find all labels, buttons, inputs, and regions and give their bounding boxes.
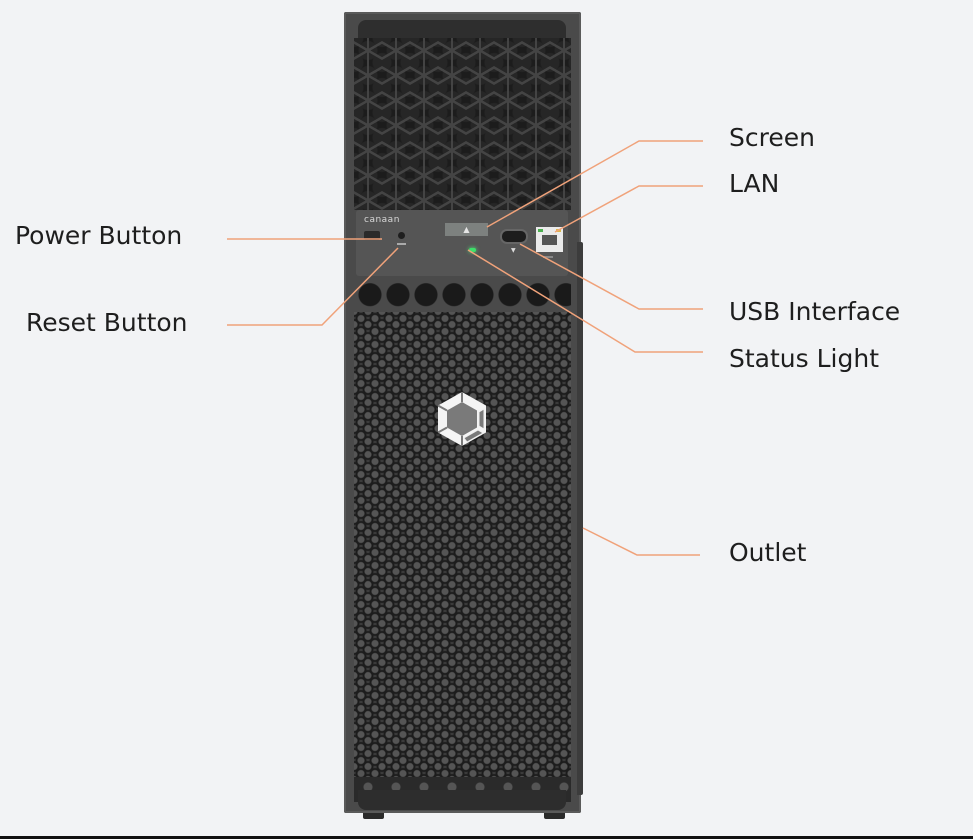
status-screen: ▲ [445,223,488,236]
right-foot [544,813,565,819]
reset-button[interactable] [398,232,405,239]
ethernet-jack-icon [542,235,557,245]
usb-icon: ▼ [511,247,516,254]
middle-hex-grille [354,276,571,312]
label-usb-interface: USB Interface [729,297,901,326]
left-foot [363,813,384,819]
link-led [538,229,543,232]
brand-logo: canaan [364,215,400,225]
side-panel-outlet-edge [577,242,583,795]
label-outlet: Outlet [729,538,807,567]
usb-port[interactable] [502,231,526,242]
tower-top-handle [358,20,566,38]
lan-indicator-mark [543,256,553,258]
status-light [469,248,476,252]
front-io-panel: canaan ▲ ▼ [356,210,568,276]
reset-indicator-mark [397,243,406,245]
bottom-border [0,836,973,839]
tower-base [358,790,566,810]
lower-mesh-grille [354,312,571,777]
label-screen: Screen [729,123,815,152]
upper-hex-grille [354,38,571,210]
hexagon-logo-icon [437,392,486,446]
warning-icon: ▲ [463,225,470,234]
server-tower: canaan ▲ ▼ [344,12,581,813]
activity-led [556,229,561,232]
label-power-button: Power Button [15,221,183,250]
lan-port[interactable] [536,227,563,252]
leader-outlet [582,527,700,556]
power-button[interactable] [364,231,380,240]
label-lan: LAN [729,169,780,198]
label-status-light: Status Light [729,344,879,373]
label-reset-button: Reset Button [26,308,188,337]
